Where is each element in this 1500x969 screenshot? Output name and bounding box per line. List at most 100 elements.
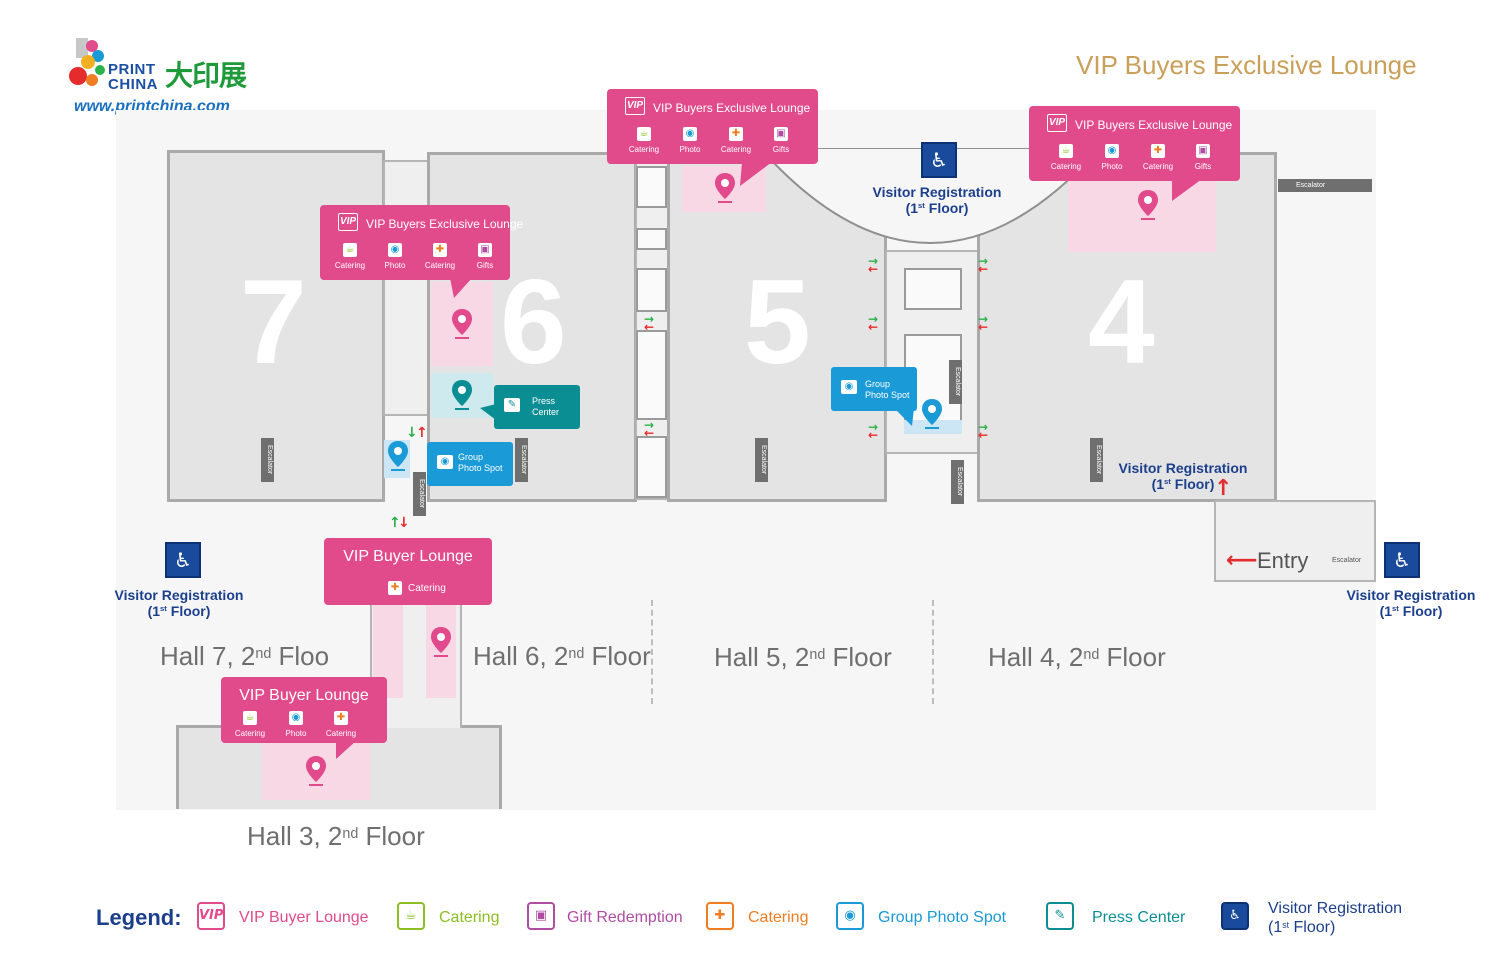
arrow-down-icon: ↓: [398, 515, 410, 531]
vip-lounge-callout[interactable]: VIP VIP Buyers Exclusive Lounge ☕Caterin…: [1029, 106, 1240, 181]
arrow-left-icon: ←: [644, 426, 655, 440]
room: [636, 228, 667, 250]
item-label: Photo: [679, 145, 701, 154]
arrow-up-icon: ↑: [416, 425, 428, 441]
food-icon: ✚: [1151, 144, 1165, 158]
escalator-sign: Escalator: [413, 472, 426, 516]
drink-icon: ☕: [637, 127, 651, 141]
hall-7-number: 7: [240, 255, 307, 389]
catering-item: ✚Catering: [321, 711, 361, 739]
arrow-right-icon: →: [978, 312, 989, 326]
escalator-sign: Escalator: [951, 460, 964, 504]
gift-item: ▣ Gifts: [465, 243, 505, 271]
item-label: Gifts: [1194, 162, 1212, 171]
legend-heading: Legend:: [96, 905, 182, 930]
press-icon: ✎: [1046, 902, 1074, 930]
arrow-right-icon: →: [644, 312, 655, 326]
escalator-sign: Escalator: [1090, 438, 1103, 482]
arrow-right-icon: →: [868, 420, 879, 434]
arrow-up-icon: ↑: [1214, 476, 1233, 501]
item-label: Gifts: [476, 261, 494, 270]
item-label: Catering: [234, 729, 266, 738]
camera-icon: ◉: [836, 902, 864, 930]
callout-title: VIP Buyers Exclusive Lounge: [366, 217, 524, 231]
arrow-right-icon: →: [868, 312, 879, 326]
arrow-up-icon: ↑: [389, 515, 401, 531]
hall-6-number: 6: [500, 255, 567, 389]
legend-label: Catering: [439, 909, 500, 926]
room: [636, 436, 667, 498]
drink-icon: ☕: [397, 902, 425, 930]
hall-7-floor-label: Hall 7, 2nd Floo: [160, 641, 330, 671]
logo-chinese-text: 大印展: [165, 59, 247, 92]
gift-icon: ▣: [478, 243, 492, 257]
item-label: Gifts: [772, 145, 790, 154]
vip-buyer-lounge-callout[interactable]: VIP Buyer Lounge ☕Catering ◉Photo ✚Cater…: [221, 677, 387, 743]
item-label: Catering: [334, 261, 366, 270]
drink-icon: ☕: [343, 243, 357, 257]
legend-label: VIP Buyer Lounge: [239, 909, 369, 926]
callout-tail: [336, 741, 356, 759]
registration-icon: ♿: [165, 542, 201, 578]
hall-5-floor-label: Hall 5, 2nd Floor: [714, 642, 892, 672]
food-icon: ✚: [706, 902, 734, 930]
gift-icon: ▣: [527, 902, 555, 930]
registration-icon: ♿: [921, 142, 957, 178]
arrow-left-icon: ←: [644, 320, 655, 334]
vip-icon: VIP: [197, 902, 225, 930]
hall-6-floor-label: Hall 6, 2nd Floor: [473, 641, 651, 671]
food-icon: ✚: [433, 243, 447, 257]
camera-icon: ◉: [683, 127, 697, 141]
photo-item: ◉Photo: [375, 243, 415, 271]
gift-icon: ▣: [1196, 144, 1210, 158]
arrow-right-icon: →: [978, 254, 989, 268]
entry-label: Entry: [1257, 548, 1309, 573]
divider: [932, 600, 934, 704]
hall-4-number: 4: [1088, 255, 1155, 389]
escalator-sign: Escalator: [755, 438, 768, 482]
hall-5-number: 5: [744, 255, 811, 389]
gift-icon: ▣: [774, 127, 788, 141]
legend-label: Press Center: [1092, 909, 1186, 926]
gift-item: ▣ Gifts: [1183, 144, 1223, 172]
food-icon: ✚: [388, 581, 402, 595]
logo-print-text: PRINT: [108, 61, 156, 78]
room: [904, 268, 962, 310]
camera-icon: ◉: [437, 455, 453, 469]
catering-item: ✚Catering: [1138, 144, 1178, 172]
legend-label: Gift Redemption: [567, 909, 683, 926]
item-label: Photo: [285, 729, 307, 738]
photo-item: ◉ Photo: [670, 127, 710, 155]
callout-title: VIP Buyers Exclusive Lounge: [1075, 118, 1233, 132]
location-pin-icon: [452, 309, 472, 339]
legend-label: Catering: [748, 909, 809, 926]
photo-item: ◉Photo: [276, 711, 316, 739]
vip-icon: VIP: [338, 213, 358, 231]
printchina-logo: PRINT CHINA 大印展 www.printchina.com: [68, 36, 268, 122]
vip-lounge-callout[interactable]: VIP VIP Buyers Exclusive Lounge ☕ Caterin…: [320, 205, 523, 280]
food-icon: ✚: [334, 711, 348, 725]
location-pin-icon: [922, 399, 942, 429]
callout-tail: [1172, 179, 1202, 201]
callout-title: VIP Buyers Exclusive Lounge: [653, 101, 811, 115]
escalator-sign: Escalator: [1278, 179, 1372, 192]
vip-buyer-lounge-callout[interactable]: VIP Buyer Lounge ✚ Catering: [324, 538, 492, 605]
item-label: Catering: [628, 145, 660, 154]
logo-mark-icon: [69, 38, 105, 86]
vip-lounge-callout[interactable]: VIP VIP Buyers Exclusive Lounge ☕Caterin…: [607, 89, 818, 164]
arrow-left-icon: ←: [978, 428, 989, 442]
entry-arrow-icon: ⟵: [1226, 548, 1258, 573]
registration-label: Visitor Registration(1st Floor): [114, 587, 244, 619]
registration-icon: ♿: [1221, 902, 1249, 930]
hall-4-floor-label: Hall 4, 2nd Floor: [988, 642, 1166, 672]
escalator-sign: Escalator: [515, 438, 528, 482]
camera-icon: ◉: [388, 243, 402, 257]
callout-tail: [740, 162, 772, 186]
arrow-left-icon: ←: [868, 320, 879, 334]
logo-china-text: CHINA: [108, 76, 158, 93]
location-pin-icon: [715, 173, 735, 203]
